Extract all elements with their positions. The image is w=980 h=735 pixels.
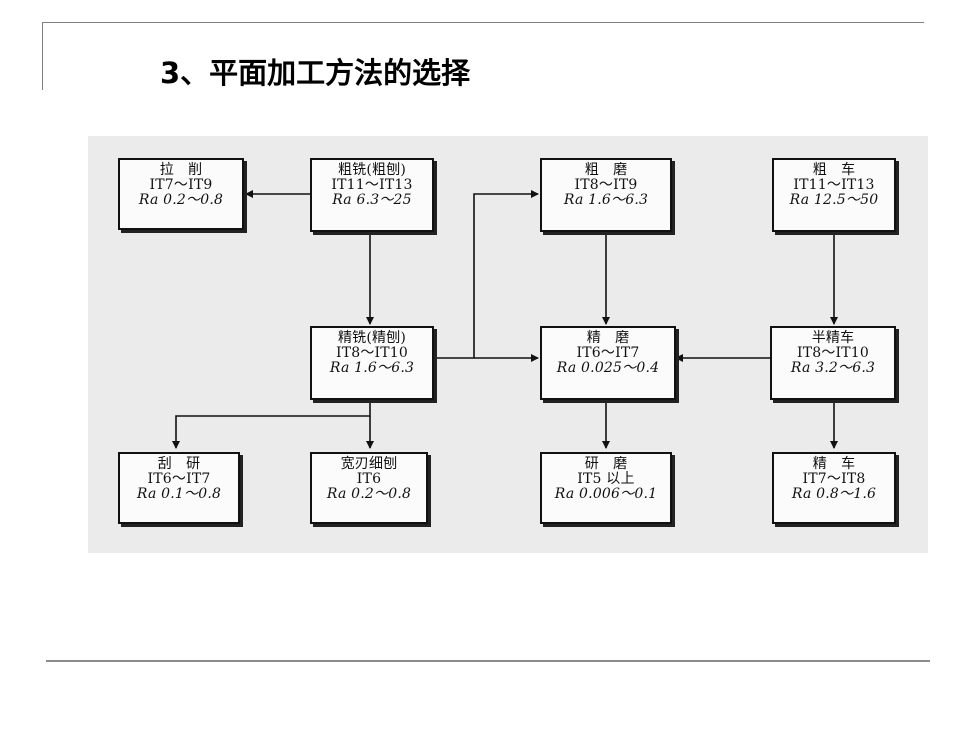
node-guayan-it: IT6～IT7 [147,471,211,487]
node-cuxi: 粗铣(粗刨) IT11～IT13 Ra 6.3～25 [310,158,434,232]
node-cumo-it: IT8～IT9 [574,177,638,193]
node-cuche: 粗 车 IT11～IT13 Ra 12.5～50 [772,158,896,232]
slide-title: 3、平面加工方法的选择 [160,56,471,90]
node-jingxi-name: 精铣(精刨) [337,330,407,346]
connector-lines [172,190,838,449]
node-banjing-it: IT8～IT10 [796,345,870,361]
node-yanmo: 研 磨 IT5 以上 Ra 0.006～0.1 [540,452,672,524]
node-cuche-ra: Ra 12.5～50 [789,192,879,208]
node-cuxi-name: 粗铣(粗刨) [337,162,407,178]
node-jingxi: 精铣(精刨) IT8～IT10 Ra 1.6～6.3 [310,326,434,400]
node-cuxi-it: IT11～IT13 [331,177,413,193]
node-kuanren-ra: Ra 0.2～0.8 [326,486,412,502]
node-cuxi-ra: Ra 6.3～25 [332,192,412,208]
node-lapi-it: IT7～IT9 [149,177,213,193]
node-banjing-ra: Ra 3.2～6.3 [790,360,876,376]
node-cuche-it: IT11～IT13 [793,177,875,193]
node-guayan-name: 刮 研 [157,456,201,472]
node-kuanren-name: 宽刃细刨 [340,456,398,472]
node-lapi-ra: Ra 0.2～0.8 [138,192,224,208]
process-flow-diagram: 拉 削 IT7～IT9 Ra 0.2～0.8 粗铣(粗刨) IT11～IT13 … [88,136,928,553]
node-kuanren: 宽刃细刨 IT6 Ra 0.2～0.8 [310,452,428,524]
node-lapi: 拉 削 IT7～IT9 Ra 0.2～0.8 [118,158,244,230]
node-jingche-name: 精 车 [812,456,856,472]
node-banjing: 半精车 IT8～IT10 Ra 3.2～6.3 [770,326,896,400]
node-guayan: 刮 研 IT6～IT7 Ra 0.1～0.8 [118,452,240,524]
top-rule [42,22,924,23]
left-rule [42,22,43,90]
arrow-jingxi-to-guayan [172,400,371,449]
arrow-jingxi-to-cumo [434,190,539,359]
node-cumo-name: 粗 磨 [584,162,628,178]
node-jingmo-ra: Ra 0.025～0.4 [556,360,660,376]
node-kuanren-it: IT6 [356,471,382,487]
node-jingche-it: IT7～IT8 [802,471,866,487]
node-cumo: 粗 磨 IT8～IT9 Ra 1.6～6.3 [540,158,672,232]
node-jingmo-it: IT6～IT7 [576,345,640,361]
node-jingche: 精 车 IT7～IT8 Ra 0.8～1.6 [772,452,896,524]
node-cuche-name: 粗 车 [812,162,856,178]
node-guayan-ra: Ra 0.1～0.8 [136,486,222,502]
node-yanmo-it: IT5 以上 [577,471,635,487]
node-yanmo-name: 研 磨 [584,456,628,472]
node-banjing-name: 半精车 [811,330,855,346]
node-lapi-name: 拉 削 [159,162,203,178]
node-jingmo-name: 精 磨 [586,330,630,346]
node-jingche-ra: Ra 0.8～1.6 [791,486,877,502]
node-jingxi-ra: Ra 1.6～6.3 [329,360,415,376]
bottom-rule [46,660,930,662]
node-yanmo-ra: Ra 0.006～0.1 [554,486,658,502]
node-jingxi-it: IT8～IT10 [335,345,409,361]
node-jingmo: 精 磨 IT6～IT7 Ra 0.025～0.4 [540,326,676,400]
node-cumo-ra: Ra 1.6～6.3 [563,192,649,208]
